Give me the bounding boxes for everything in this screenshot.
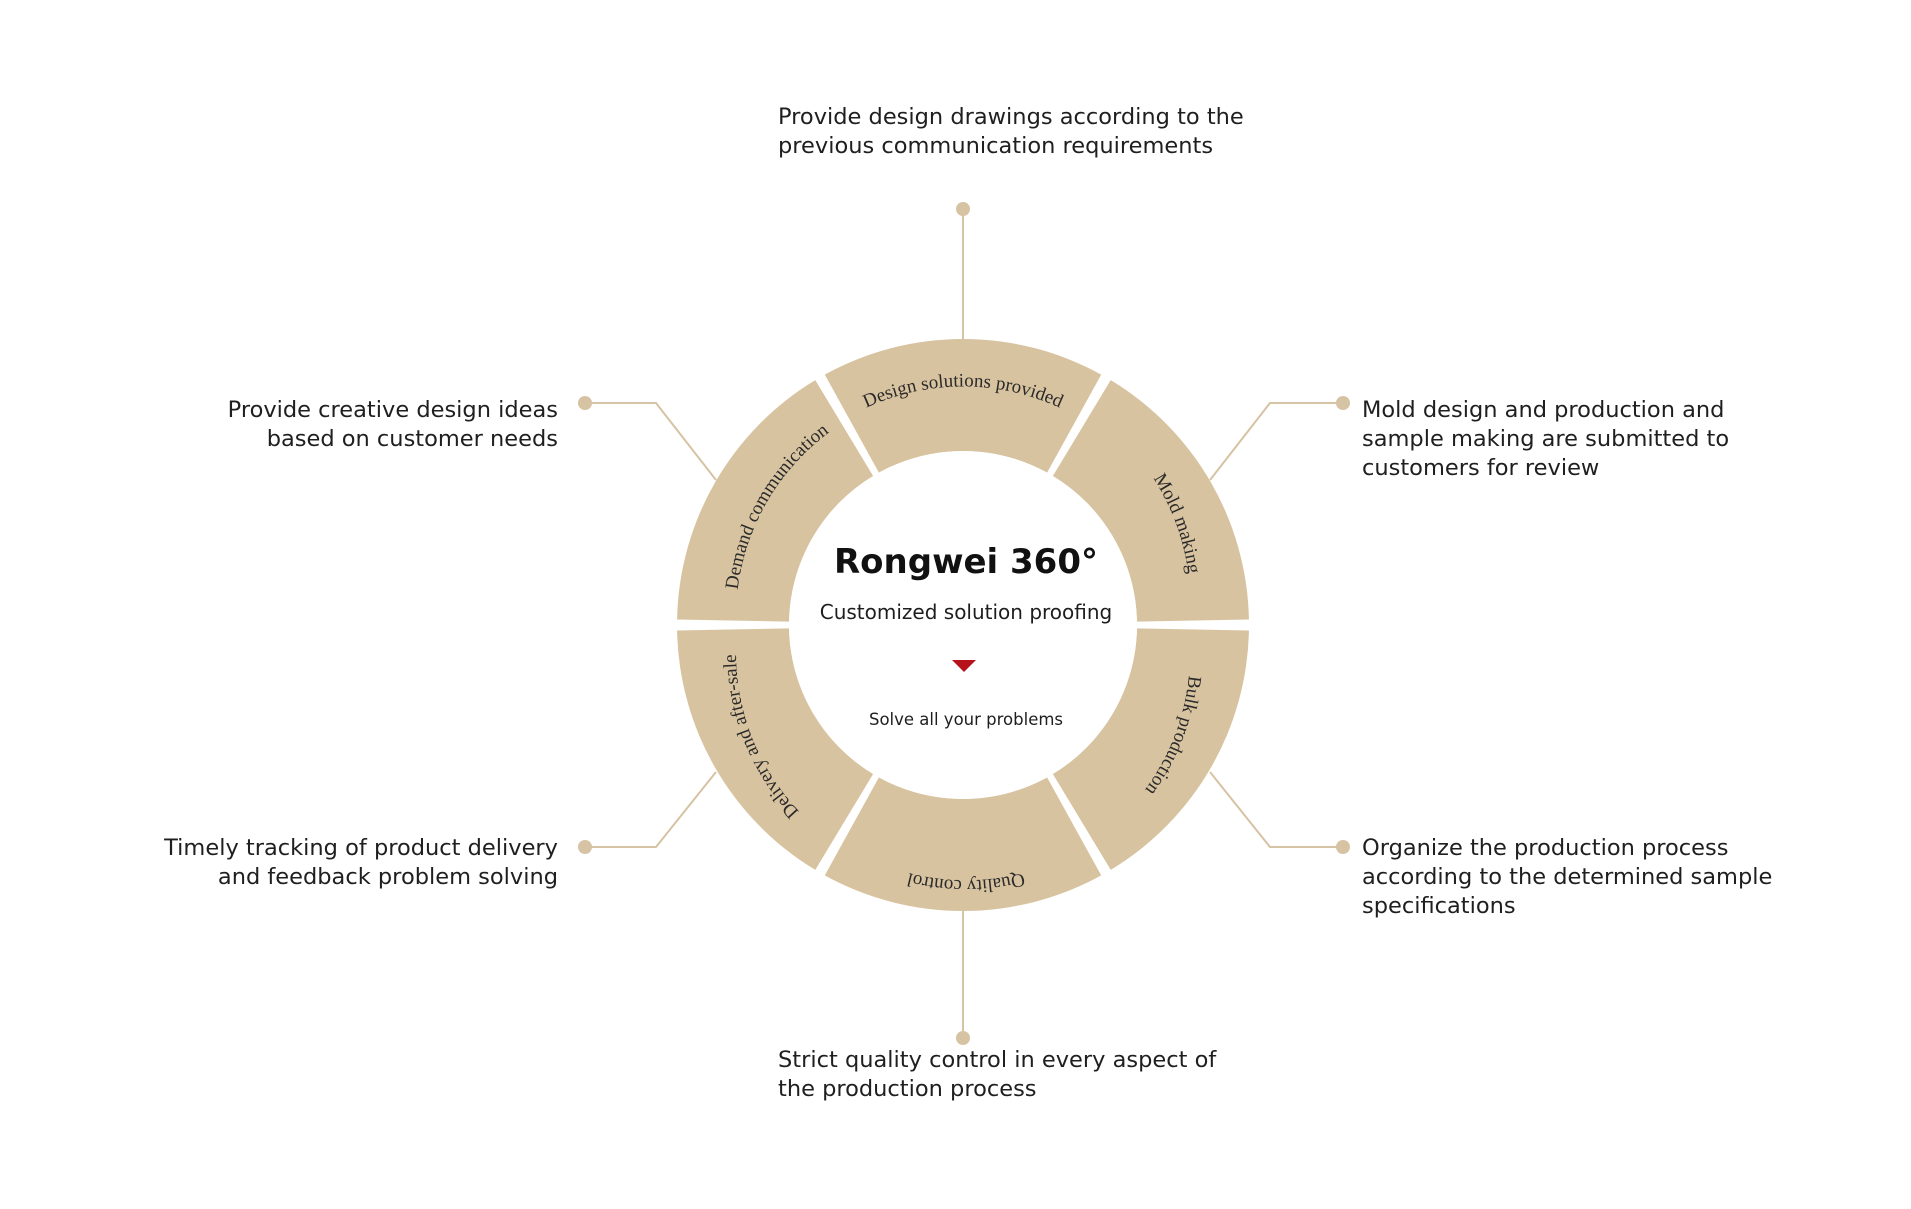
dot-bulk	[1336, 840, 1350, 854]
ring-segment-delivery	[677, 628, 874, 870]
description-demand: Provide creative design ideas based on c…	[227, 397, 558, 452]
dot-mold	[1336, 396, 1350, 410]
center-circle	[789, 451, 1137, 799]
connector-demand	[585, 402, 717, 481]
connectors	[585, 209, 1343, 1038]
connector-dots	[578, 202, 1350, 1045]
dot-demand	[578, 396, 592, 410]
connector-mold	[1209, 402, 1343, 481]
description-bulk: Organize the production process accordin…	[1362, 835, 1773, 919]
description-mold: Mold design and production and sample ma…	[1362, 397, 1730, 481]
ring	[677, 339, 1249, 911]
ring-segment-quality	[824, 777, 1102, 911]
dot-delivery	[578, 840, 592, 854]
connector-bulk	[1209, 771, 1343, 848]
down-arrow-icon	[952, 660, 976, 672]
ring-segment-mold	[1052, 380, 1249, 622]
ring-segment-bulk	[1052, 628, 1249, 870]
description-design: Provide design drawings according to the…	[778, 104, 1244, 159]
dot-design	[956, 202, 970, 216]
center-tagline: Solve all your problems	[869, 710, 1063, 729]
dot-quality	[956, 1031, 970, 1045]
connector-delivery	[585, 771, 717, 848]
description-delivery: Timely tracking of product delivery and …	[164, 835, 558, 890]
ring-segment-demand	[677, 380, 874, 622]
center-subtitle: Customized solution proofing	[820, 600, 1113, 624]
center-title: Rongwei 360°	[834, 542, 1098, 582]
description-quality: Strict quality control in every aspect o…	[778, 1047, 1217, 1102]
ring-segment-design	[824, 339, 1102, 473]
